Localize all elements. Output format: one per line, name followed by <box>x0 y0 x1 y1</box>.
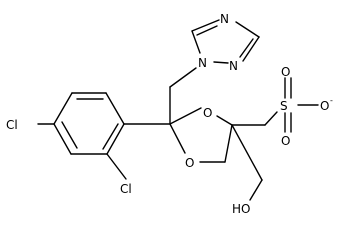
atom-n-triazole-right: N <box>229 59 238 73</box>
sulfonate-group <box>231 77 319 133</box>
atom-s-sulfonate: S <box>280 99 288 113</box>
triazole-ring <box>169 19 260 125</box>
bond <box>169 67 197 88</box>
atom-n-triazole-1: N <box>198 56 207 70</box>
bond <box>102 123 119 150</box>
bond <box>235 21 260 38</box>
atom-o-sulfonate-top: O <box>281 65 290 79</box>
dioxolane-ring <box>123 107 233 163</box>
phenyl-ring <box>37 92 127 180</box>
bond <box>169 123 186 154</box>
bond <box>61 121 78 149</box>
bond <box>216 115 233 126</box>
bond <box>169 107 202 125</box>
atom-cl-ring: Cl <box>6 118 18 132</box>
bond <box>239 38 254 58</box>
bond <box>106 123 125 155</box>
bond <box>191 30 201 54</box>
atom-o-sulfonate-right: O <box>320 99 329 113</box>
atom-o-sulfonate-bottom: O <box>281 134 290 148</box>
atom-cl-bottom: Cl <box>120 182 132 196</box>
atom-o-ring-upper: O <box>203 106 212 120</box>
bond <box>191 19 220 32</box>
charge-sulfonate-minus: - <box>330 96 333 105</box>
molecule-structure: Cl Cl O O N N N S O O - O HO <box>6 12 333 216</box>
bond <box>213 61 229 64</box>
bond <box>264 111 278 126</box>
atom-n-triazole-top: N <box>220 12 229 26</box>
bond <box>224 124 233 163</box>
bond <box>242 36 260 62</box>
bond <box>249 179 263 201</box>
atom-o-ring-lower: O <box>185 156 194 170</box>
bond <box>231 124 263 181</box>
bond <box>53 92 73 125</box>
bond <box>53 123 72 155</box>
bond <box>106 153 127 180</box>
atom-o-hydroxyl: HO <box>232 202 250 216</box>
bond <box>196 25 218 36</box>
bond <box>105 92 125 125</box>
hydroxymethyl-group <box>231 124 263 201</box>
